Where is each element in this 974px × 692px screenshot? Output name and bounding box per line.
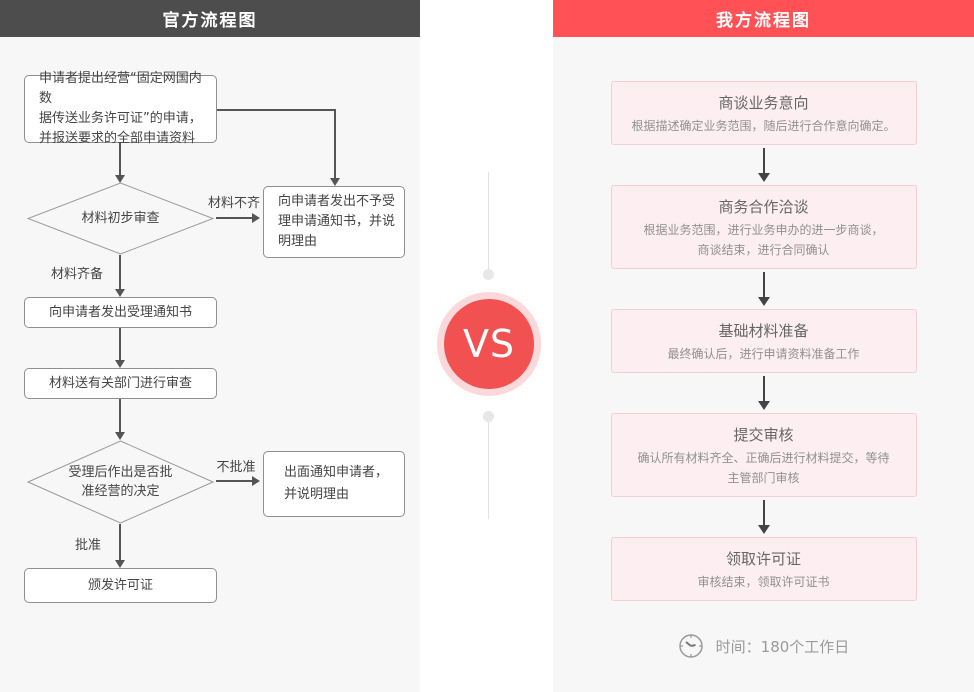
step-box-4: 提交审核 确认所有材料齐全、正确后进行材料提交，等待 主管部门审核 (610, 413, 917, 497)
step-desc: 根据描述确定业务范围，随后进行合作意向确定。 (631, 119, 896, 133)
connector-line (216, 217, 252, 219)
arrow-right-icon (252, 213, 260, 223)
connector-line (216, 480, 252, 482)
flow-node-dept-review: 材料送有关部门进行审查 (24, 368, 217, 399)
decision-diamond-initial-review: 材料初步审查 (27, 182, 214, 255)
step-desc: 根据业务范围，进行业务申办的进一步商谈， 商谈结束，进行合同确认 (643, 223, 884, 257)
flow-node-apply: 申请者提出经营“固定网国内数 据传送业务许可证”的申请， 并报送要求的全部申请资… (24, 71, 217, 146)
divider-line (488, 172, 489, 270)
divider-line (488, 422, 489, 519)
diamond-label: 材料初步审查 (81, 211, 160, 226)
step-box-2: 商务合作洽谈 根据业务范围，进行业务申办的进一步商谈， 商谈结束，进行合同确认 (610, 185, 917, 269)
arrow-down-icon (757, 376, 770, 410)
decision-diamond-approval: 受理后作出是否批 准经营的决定 (27, 440, 214, 524)
arrow-down-icon (115, 360, 125, 368)
step-box-3: 基础材料准备 最终确认后，进行申请资料准备工作 (610, 309, 917, 373)
official-flow-canvas: 申请者提出经营“固定网国内数 据传送业务许可证”的申请， 并报送要求的全部申请资… (0, 37, 420, 692)
step-title: 商务合作洽谈 (718, 198, 809, 216)
connector-line (119, 255, 121, 290)
arrow-down-icon (115, 175, 125, 183)
connector-line (217, 109, 336, 111)
edge-label-approved: 批准 (74, 538, 101, 553)
vs-divider: VS (420, 0, 553, 692)
flow-node-reject-notice: 向申请者发出不予受 理申请通知书，并说 明理由 (263, 186, 405, 258)
diamond-shape (27, 182, 214, 255)
diamond-label: 受理后作出是否批 准经营的决定 (68, 465, 173, 499)
our-flow-steps: 商谈业务意向 根据描述确定业务范围，随后进行合作意向确定。 商务合作洽谈 根据业… (553, 37, 974, 659)
step-title: 领取许可证 (725, 550, 801, 568)
edge-label-complete: 材料齐备 (50, 267, 103, 282)
step-desc: 审核结束，领取许可证书 (697, 575, 830, 589)
connector-line (334, 109, 336, 178)
arrow-down-icon (330, 178, 340, 186)
connector-line (119, 399, 121, 433)
divider-dot (483, 269, 494, 280)
edge-label-not-approved: 不批准 (216, 460, 256, 475)
flow-node-accept-notice: 向申请者发出受理通知书 (24, 297, 217, 328)
diamond-shape (27, 440, 214, 524)
arrow-right-icon (252, 476, 260, 486)
edge-label-incomplete: 材料不齐 (207, 196, 260, 211)
time-note-text: 时间：180个工作日 (715, 637, 850, 656)
divider-dot (483, 411, 494, 422)
connector-line (119, 328, 121, 361)
connector-line (119, 524, 121, 561)
step-desc: 最终确认后，进行申请资料准备工作 (667, 347, 860, 361)
step-box-5: 领取许可证 审核结束，领取许可证书 (610, 537, 917, 601)
our-panel-title: 我方流程图 (553, 0, 974, 37)
step-title: 商谈业务意向 (718, 94, 809, 112)
arrow-down-icon (115, 289, 125, 297)
step-box-1: 商谈业务意向 根据描述确定业务范围，随后进行合作意向确定。 (610, 81, 917, 145)
vs-badge: VS (437, 292, 541, 396)
arrow-down-icon (115, 432, 125, 440)
flow-node-issue-license: 颁发许可证 (24, 568, 217, 603)
arrow-down-icon (757, 272, 770, 306)
our-flowchart-panel: 我方流程图 商谈业务意向 根据描述确定业务范围，随后进行合作意向确定。 商务合作… (553, 0, 974, 692)
time-note-row: 时间：180个工作日 (678, 633, 850, 659)
step-title: 基础材料准备 (718, 322, 809, 340)
step-title: 提交审核 (733, 426, 794, 444)
flow-node-inform-refusal: 出面通知申请者， 并说明理由 (263, 451, 405, 517)
clock-icon (678, 634, 703, 658)
step-desc: 确认所有材料齐全、正确后进行材料提交，等待 主管部门审核 (637, 451, 890, 485)
arrow-down-icon (115, 560, 125, 568)
connector-line (119, 143, 121, 176)
arrow-down-icon (757, 500, 770, 534)
vs-label: VS (444, 299, 534, 389)
arrow-down-icon (757, 148, 770, 182)
official-panel-title: 官方流程图 (0, 0, 420, 37)
official-flowchart-panel: 官方流程图 申请者提出经营“固定网国内数 据传送业务许可证”的申请， 并报送要求… (0, 0, 420, 692)
